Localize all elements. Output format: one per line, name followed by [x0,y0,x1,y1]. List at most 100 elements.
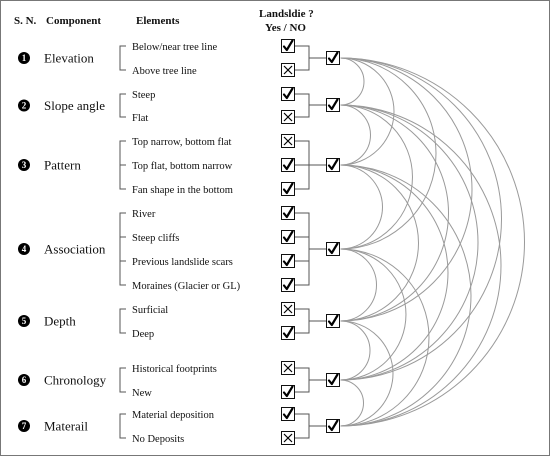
no-checkbox [281,302,295,316]
cross-icon [283,65,293,75]
element-label: Below/near tree line [132,42,217,53]
connection-arc [340,57,395,166]
connection-arc [340,164,472,427]
no-checkbox [281,63,295,77]
no-checkbox [281,110,295,124]
component-name: Association [44,242,106,257]
component-number: 7 [22,421,27,431]
check-icon [282,278,294,291]
header-elements: Elements [136,15,180,27]
component-result-checkbox [326,373,340,387]
check-icon [282,326,294,339]
component-number-badge: 6 [18,374,30,386]
check-icon [282,158,294,171]
component-result-checkbox [326,98,340,112]
check-icon [327,98,339,111]
component-number-badge: 1 [18,52,30,64]
yes-checkbox [281,87,295,101]
check-icon [282,230,294,243]
yes-checkbox [281,230,295,244]
connection-arc [340,57,473,322]
connection-arc [340,104,449,322]
component-result-checkbox [326,51,340,65]
cross-icon [283,363,293,373]
component-result-checkbox [326,314,340,328]
result-bracket [294,45,310,71]
component-result-checkbox [326,158,340,172]
yes-checkbox [281,278,295,292]
check-icon [327,419,339,432]
element-bracket [119,93,126,118]
connection-arc [340,320,371,381]
check-icon [282,182,294,195]
connection-arc [340,248,377,322]
check-icon [282,39,294,52]
cross-icon [283,136,293,146]
component-number: 2 [22,101,27,111]
component-number-badge: 3 [18,159,30,171]
check-icon [327,242,339,255]
cross-icon [283,112,293,122]
element-label: Top narrow, bottom flat [132,137,232,148]
connection-arc [340,57,525,427]
component-name: Elevation [44,51,94,66]
cross-icon [283,304,293,314]
result-bracket [294,212,310,286]
element-bracket [119,367,126,393]
yes-checkbox [281,182,295,196]
component-number-badge: 7 [18,420,30,432]
element-label: Steep [132,90,155,101]
check-icon [327,314,339,327]
connection-arc [340,248,407,381]
connection-arc [340,104,413,250]
connection-arc [340,164,383,250]
component-result-checkbox [326,419,340,433]
element-label: Above tree line [132,66,197,77]
connection-arcs [340,57,525,427]
connection-arc [340,57,502,381]
header-landslide: Landsldie ? [259,8,314,20]
component-result-checkbox [326,242,340,256]
element-bracket [119,45,126,71]
component-number: 3 [22,160,27,170]
component-name: Chronology [44,373,107,388]
element-label: Material deposition [132,410,215,421]
header-component: Component [46,15,101,27]
element-label: Steep cliffs [132,233,179,244]
check-icon [282,254,294,267]
result-bracket [294,93,310,118]
connection-arc [340,104,479,381]
no-checkbox [281,134,295,148]
element-label: No Deposits [132,434,184,445]
yes-checkbox [281,385,295,399]
no-checkbox [281,361,295,375]
check-icon [327,158,339,171]
connection-arc [340,57,437,250]
result-bracket [294,413,310,439]
connection-arc [340,379,364,427]
connection-arc [340,104,371,166]
element-label: Moraines (Glacier or GL) [132,281,241,292]
element-label: Surficial [132,305,168,316]
cross-icon [283,433,293,443]
header-yes-no: Yes / NO [265,22,306,34]
result-bracket [294,308,310,334]
component-name: Depth [44,314,76,329]
element-label: Top flat, bottom narrow [132,161,233,172]
element-label: Historical footprints [132,364,217,375]
check-icon [282,206,294,219]
element-label: Previous landslide scars [132,257,233,268]
element-label: Fan shape in the bottom [132,185,233,196]
element-bracket [119,308,126,334]
connection-arc [340,248,430,427]
element-bracket [119,212,126,286]
component-number-badge: 5 [18,315,30,327]
component-name: Pattern [44,158,81,173]
result-bracket [294,367,310,393]
element-bracket [119,413,126,439]
component-number-badge: 4 [18,243,30,255]
check-icon [327,373,339,386]
header-sn: S. N. [14,15,37,27]
